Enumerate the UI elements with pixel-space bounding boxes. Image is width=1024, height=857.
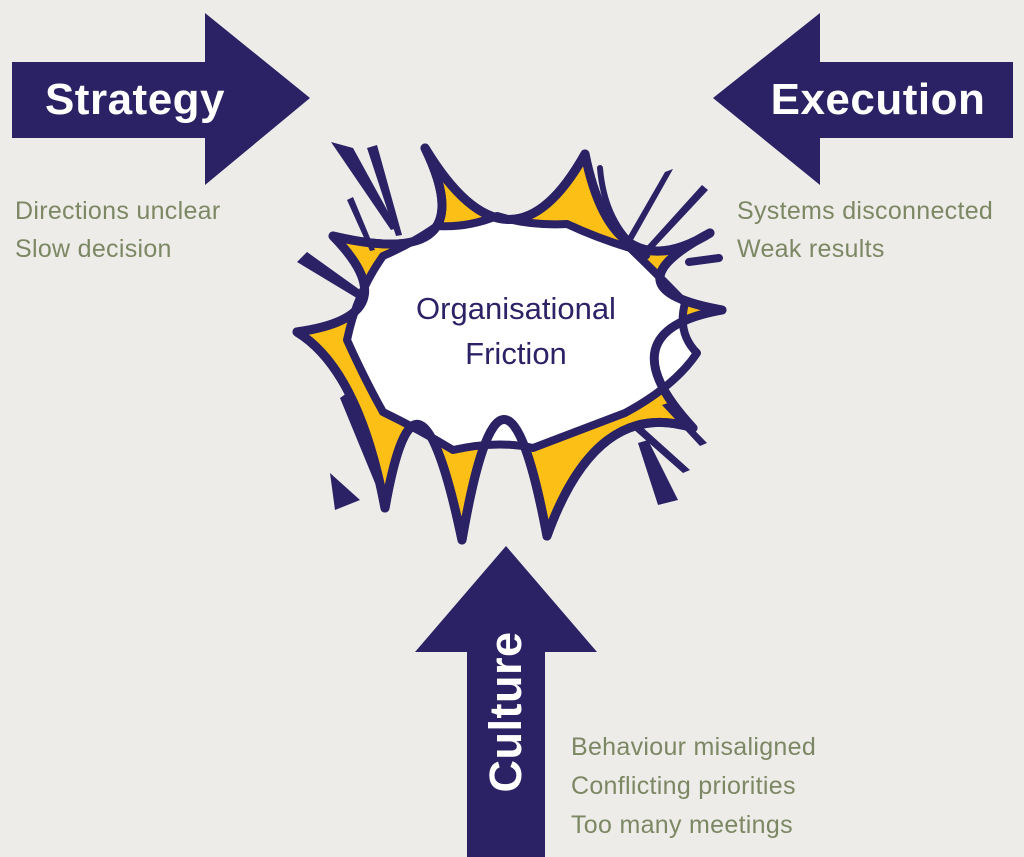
culture-note-line: Too many meetings (571, 811, 793, 839)
culture-arrow-up-icon (415, 546, 597, 857)
burst-title-line2: Friction (465, 336, 567, 371)
culture-note-line: Behaviour misaligned (571, 733, 817, 761)
strategy-note-line: Directions unclear (15, 197, 221, 225)
burst-outline-overlay (292, 143, 727, 545)
execution-note-line: Systems disconnected (737, 197, 994, 225)
strategy-arrow-label: Strategy (44, 75, 226, 124)
execution-notes: Systems disconnected Weak results (737, 192, 993, 268)
speed-lines-top-left (297, 142, 402, 300)
strategy-note-line: Slow decision (15, 235, 172, 263)
burst-title: Organisational Friction (386, 286, 646, 376)
burst-title-line1: Organisational (416, 291, 616, 326)
culture-note-line: Conflicting priorities (571, 772, 796, 800)
execution-note-line: Weak results (737, 235, 885, 263)
culture-notes: Behaviour misaligned Conflicting priorit… (571, 728, 816, 845)
execution-arrow-label: Execution (770, 75, 986, 124)
explosion-burst-icon (292, 142, 727, 545)
speed-lines-top-right (597, 165, 723, 266)
speed-lines-bottom-right (632, 403, 707, 505)
speed-lines-bottom-left (330, 393, 382, 510)
strategy-notes: Directions unclear Slow decision (15, 192, 221, 268)
execution-arrow-left-icon (713, 13, 1013, 185)
strategy-arrow-right-icon (12, 13, 310, 185)
